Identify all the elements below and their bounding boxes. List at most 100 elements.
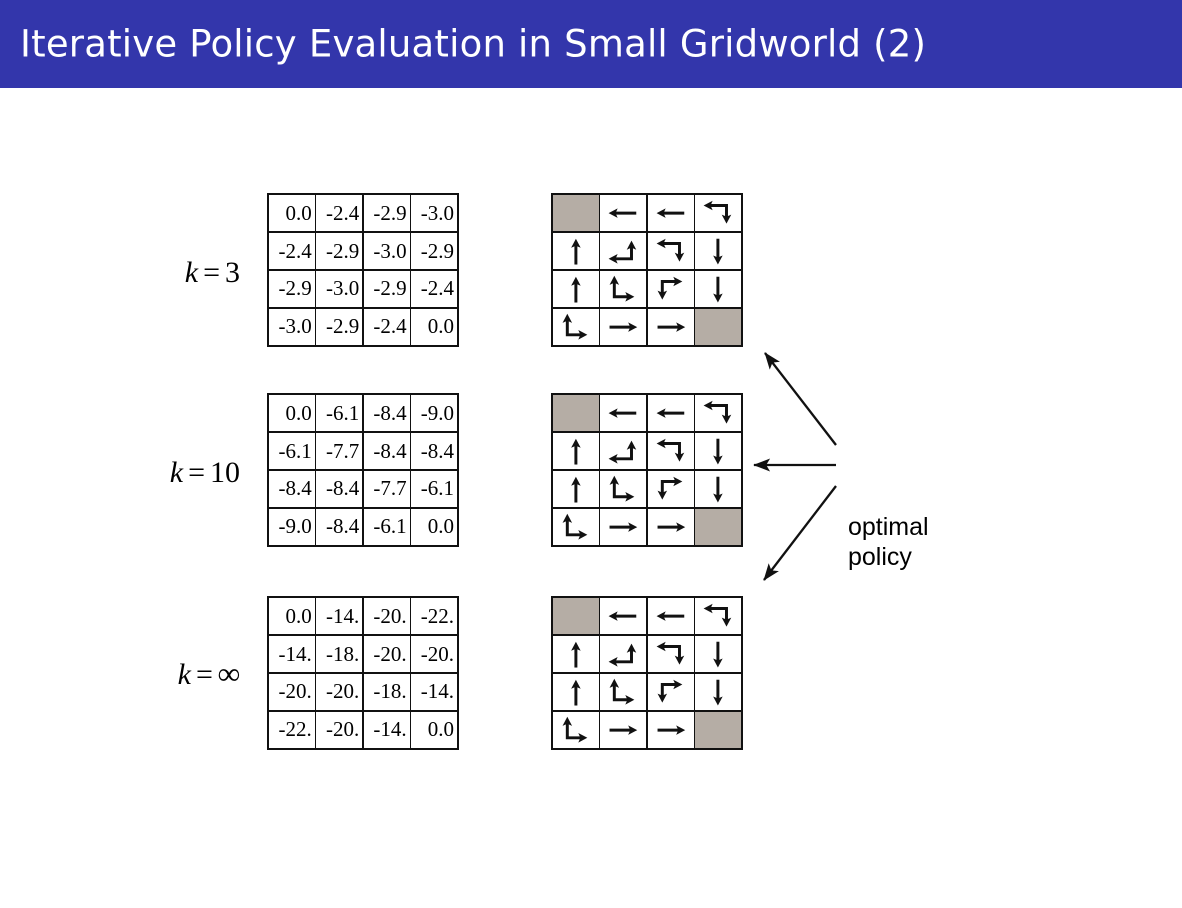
value-cell: -2.9 bbox=[363, 195, 410, 232]
policy-cell-left-down bbox=[647, 432, 694, 470]
value-cell: -3.0 bbox=[269, 308, 315, 345]
value-cell: -8.4 bbox=[316, 508, 363, 545]
value-cell: -8.4 bbox=[363, 395, 410, 432]
value-cell: -22. bbox=[269, 711, 315, 748]
value-cell: -2.9 bbox=[411, 232, 457, 270]
terminal-cell bbox=[695, 508, 741, 545]
slide-title-bar: Iterative Policy Evaluation in Small Gri… bbox=[0, 0, 1182, 88]
policy-cell-right bbox=[600, 508, 647, 545]
policy-cell-up-right bbox=[553, 308, 599, 345]
value-cell: -6.1 bbox=[363, 508, 410, 545]
optimal-policy-annotation: optimal policy bbox=[848, 513, 929, 572]
value-cell: -8.4 bbox=[316, 470, 363, 508]
terminal-cell bbox=[553, 598, 599, 635]
policy-cell-up-right bbox=[600, 673, 647, 711]
value-cell: -7.7 bbox=[363, 470, 410, 508]
k-label-row-0: k=3 bbox=[80, 256, 240, 290]
policy-cell-right bbox=[647, 711, 694, 748]
policy-cell-left-down bbox=[695, 598, 741, 635]
value-cell: -2.9 bbox=[269, 270, 315, 308]
policy-cell-left-up bbox=[600, 635, 647, 673]
value-cell: -14. bbox=[363, 711, 410, 748]
value-cell: -2.4 bbox=[411, 270, 457, 308]
value-grid-k3: 0.0-2.4-2.9-3.0-2.4-2.9-3.0-2.9-2.9-3.0-… bbox=[267, 193, 459, 347]
policy-cell-down bbox=[695, 432, 741, 470]
policy-cell-up bbox=[553, 470, 599, 508]
k-value: ∞ bbox=[217, 656, 240, 691]
iteration-row-k3: k=3 0.0-2.4-2.9-3.0-2.4-2.9-3.0-2.9-2.9-… bbox=[0, 193, 1182, 353]
terminal-cell bbox=[553, 395, 599, 432]
value-cell: -7.7 bbox=[316, 432, 363, 470]
k-label-row-2: k=∞ bbox=[80, 656, 240, 692]
policy-cell-right bbox=[647, 508, 694, 545]
terminal-cell bbox=[553, 195, 599, 232]
value-cell: -3.0 bbox=[316, 270, 363, 308]
k-variable: k bbox=[184, 256, 199, 289]
policy-cell-down bbox=[695, 673, 741, 711]
optimal-policy-line-2: policy bbox=[848, 542, 912, 571]
policy-cell-left bbox=[647, 598, 694, 635]
iteration-row-kinf: k=∞ 0.0-14.-20.-22.-14.-18.-20.-20.-20.-… bbox=[0, 596, 1182, 756]
value-cell: -3.0 bbox=[363, 232, 410, 270]
optimal-policy-line-1: optimal bbox=[848, 513, 929, 541]
value-cell: 0.0 bbox=[411, 308, 457, 345]
value-cell: -20. bbox=[411, 635, 457, 673]
value-cell: -14. bbox=[316, 598, 363, 635]
policy-cell-left-down bbox=[695, 195, 741, 232]
policy-cell-right-down bbox=[647, 470, 694, 508]
value-cell: -2.4 bbox=[316, 195, 363, 232]
terminal-cell bbox=[695, 711, 741, 748]
value-cell: -6.1 bbox=[411, 470, 457, 508]
policy-cell-left-down bbox=[647, 635, 694, 673]
policy-cell-left bbox=[600, 395, 647, 432]
policy-cell-up-right bbox=[553, 711, 599, 748]
value-cell: -20. bbox=[363, 598, 410, 635]
policy-cell-up-right bbox=[600, 470, 647, 508]
value-cell: -18. bbox=[316, 635, 363, 673]
slide-content: optimal policy k=3 0.0-2.4-2.9-3.0-2.4-2… bbox=[0, 88, 1182, 820]
policy-cell-down bbox=[695, 232, 741, 270]
policy-cell-up bbox=[553, 432, 599, 470]
value-cell: -2.9 bbox=[363, 270, 410, 308]
policy-cell-left bbox=[647, 195, 694, 232]
value-cell: -2.9 bbox=[316, 232, 363, 270]
policy-cell-left bbox=[647, 395, 694, 432]
value-cell: -2.9 bbox=[316, 308, 363, 345]
value-cell: 0.0 bbox=[411, 508, 457, 545]
value-cell: -9.0 bbox=[269, 508, 315, 545]
terminal-cell bbox=[695, 308, 741, 345]
iteration-row-k10: k=10 0.0-6.1-8.4-9.0-6.1-7.7-8.4-8.4-8.4… bbox=[0, 393, 1182, 553]
value-cell: -20. bbox=[316, 711, 363, 748]
policy-cell-left-down bbox=[647, 232, 694, 270]
value-cell: -20. bbox=[363, 635, 410, 673]
policy-cell-up bbox=[553, 270, 599, 308]
policy-cell-left-up bbox=[600, 232, 647, 270]
policy-cell-left-up bbox=[600, 432, 647, 470]
policy-cell-right bbox=[600, 308, 647, 345]
value-cell: 0.0 bbox=[269, 195, 315, 232]
page-title: Iterative Policy Evaluation in Small Gri… bbox=[20, 22, 927, 66]
value-cell: -20. bbox=[316, 673, 363, 711]
policy-cell-left bbox=[600, 598, 647, 635]
policy-cell-down bbox=[695, 635, 741, 673]
value-grid-k10: 0.0-6.1-8.4-9.0-6.1-7.7-8.4-8.4-8.4-8.4-… bbox=[267, 393, 459, 547]
policy-grid-k10 bbox=[551, 393, 743, 547]
policy-cell-up-right bbox=[600, 270, 647, 308]
policy-cell-up bbox=[553, 635, 599, 673]
k-label-row-1: k=10 bbox=[80, 456, 240, 490]
k-value: 10 bbox=[210, 456, 240, 489]
value-cell: -9.0 bbox=[411, 395, 457, 432]
value-cell: -2.4 bbox=[363, 308, 410, 345]
value-cell: -6.1 bbox=[316, 395, 363, 432]
k-variable: k bbox=[177, 658, 191, 691]
policy-cell-right bbox=[647, 308, 694, 345]
value-cell: -14. bbox=[269, 635, 315, 673]
policy-cell-down bbox=[695, 270, 741, 308]
k-variable: k bbox=[169, 456, 184, 489]
value-cell: -14. bbox=[411, 673, 457, 711]
value-cell: -18. bbox=[363, 673, 410, 711]
value-cell: -20. bbox=[269, 673, 315, 711]
policy-grid-k3 bbox=[551, 193, 743, 347]
value-cell: 0.0 bbox=[269, 598, 315, 635]
value-cell: -8.4 bbox=[269, 470, 315, 508]
